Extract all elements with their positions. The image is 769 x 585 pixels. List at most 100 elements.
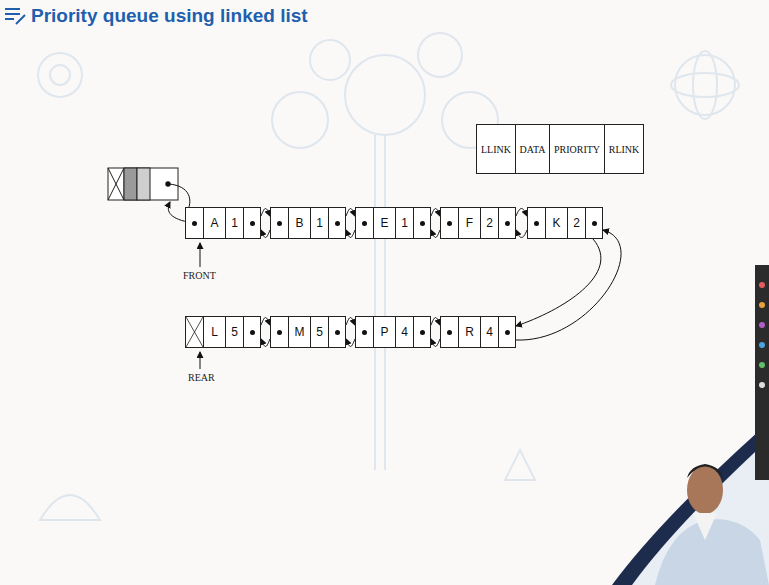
null-link-cell — [186, 317, 203, 347]
data-text: M — [295, 325, 305, 339]
link-cell — [243, 208, 260, 238]
double-link-connector — [431, 318, 440, 347]
list-node: M5 — [270, 316, 346, 348]
pointer-dot — [335, 330, 340, 335]
link-arrow — [346, 318, 355, 326]
link-arrow — [431, 318, 440, 326]
field-name-cell: DATA — [515, 125, 549, 173]
link-cell — [528, 208, 545, 238]
priority-cell: 1 — [310, 208, 328, 238]
field-legend-box: LLINKDATAPRIORITYRLINK — [476, 124, 644, 174]
data-text: L — [211, 325, 218, 339]
link-arrow — [431, 209, 440, 217]
double-link-connector — [261, 209, 270, 238]
link-cell — [441, 317, 458, 347]
data-text: K — [552, 216, 560, 230]
priority-text: 5 — [231, 325, 238, 339]
pointer-dot — [277, 330, 282, 335]
pointer-dot — [250, 221, 255, 226]
priority-text: 4 — [486, 325, 493, 339]
data-text: F — [466, 216, 473, 230]
data-cell: L — [203, 317, 225, 347]
priority-cell: 5 — [225, 317, 243, 347]
list-node: L5 — [185, 316, 261, 348]
list-node: E1 — [355, 207, 431, 239]
pointer-dot — [420, 330, 425, 335]
link-cell — [498, 208, 515, 238]
link-arrow — [516, 230, 621, 340]
link-cell — [441, 208, 458, 238]
priority-text: 1 — [316, 216, 323, 230]
data-text: B — [295, 216, 303, 230]
data-text: A — [210, 216, 218, 230]
watermark — [38, 33, 739, 520]
field-name-text: LLINK — [481, 144, 511, 155]
link-arrow — [261, 230, 270, 238]
link-cell — [356, 317, 373, 347]
pointer-dot — [335, 221, 340, 226]
priority-cell: 2 — [567, 208, 585, 238]
field-name-text: PRIORITY — [554, 144, 600, 155]
priority-text: 5 — [316, 325, 323, 339]
link-arrow — [346, 339, 355, 347]
link-arrow — [516, 230, 527, 238]
field-name-cell: PRIORITY — [549, 125, 604, 173]
link-cell — [271, 317, 288, 347]
double-link-connector — [516, 230, 621, 340]
link-cell — [413, 317, 430, 347]
pointer-dot — [362, 330, 367, 335]
pointer-leaders — [200, 243, 201, 369]
field-name-cell: LLINK — [477, 125, 515, 173]
list-node: B1 — [270, 207, 346, 239]
null-cross — [186, 317, 203, 347]
link-cell — [271, 208, 288, 238]
pointer-label: REAR — [188, 372, 215, 383]
title-icon — [5, 9, 25, 24]
pointer-dot — [277, 221, 282, 226]
data-text: P — [380, 325, 388, 339]
data-cell: K — [545, 208, 567, 238]
link-arrow — [516, 239, 601, 326]
double-link-connector — [346, 209, 355, 238]
header-node — [108, 168, 178, 200]
pointer-dot — [447, 221, 452, 226]
priority-text: 1 — [231, 216, 238, 230]
data-text: R — [465, 325, 474, 339]
link-cell — [356, 208, 373, 238]
list-node: F2 — [440, 207, 516, 239]
pointer-dot — [420, 221, 425, 226]
double-link-connector — [516, 209, 527, 238]
pointer-dot — [447, 330, 452, 335]
list-node: A1 — [185, 207, 261, 239]
data-cell: A — [203, 208, 225, 238]
link-cell — [243, 317, 260, 347]
presenter-video — [612, 430, 769, 585]
pointer-dot — [505, 330, 510, 335]
list-node: R4 — [440, 316, 516, 348]
data-cell: P — [373, 317, 395, 347]
priority-cell: 5 — [310, 317, 328, 347]
link-cell — [186, 208, 203, 238]
pointer-dot — [362, 221, 367, 226]
priority-cell: 1 — [225, 208, 243, 238]
pointer-dot — [592, 221, 597, 226]
data-cell: F — [458, 208, 480, 238]
link-cell — [328, 317, 345, 347]
pointer-dot — [505, 221, 510, 226]
priority-text: 1 — [401, 216, 408, 230]
link-cell — [328, 208, 345, 238]
link-arrow — [261, 209, 270, 217]
link-arrow — [516, 209, 527, 217]
link-arrow — [346, 209, 355, 217]
data-cell: E — [373, 208, 395, 238]
pointer-dot — [250, 330, 255, 335]
pointer-dot — [534, 221, 539, 226]
data-cell: B — [288, 208, 310, 238]
double-link-connector — [261, 318, 270, 347]
slide-title: Priority queue using linked list — [31, 5, 308, 27]
link-cell — [585, 208, 602, 238]
priority-text: 4 — [401, 325, 408, 339]
list-node: P4 — [355, 316, 431, 348]
link-arrow — [346, 230, 355, 238]
priority-cell: 4 — [395, 317, 413, 347]
